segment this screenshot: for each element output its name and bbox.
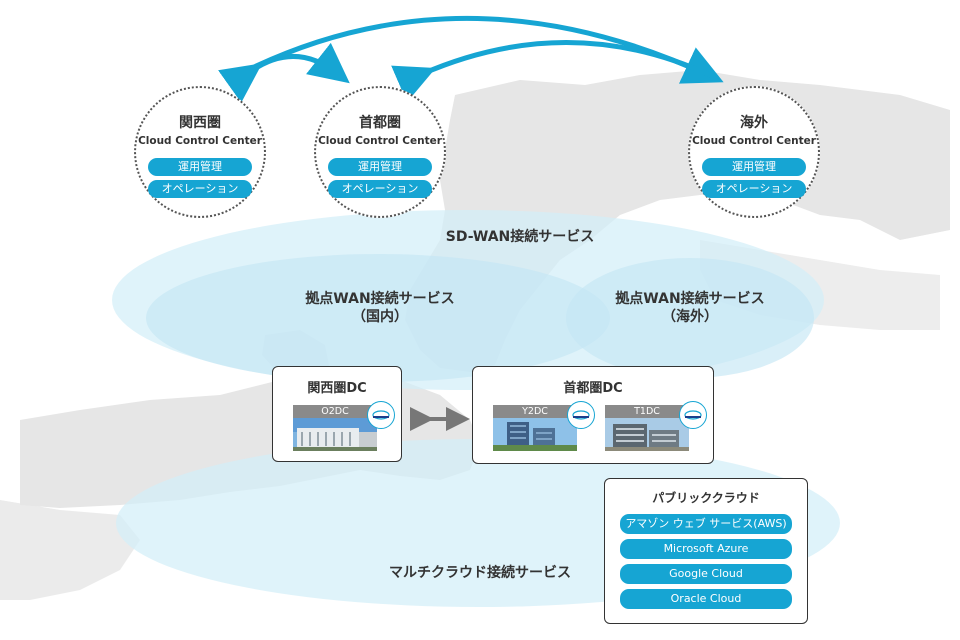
overseas-wan-zone	[566, 258, 814, 378]
center-region: 関西圏	[179, 115, 221, 131]
overseas-wan-title: 拠点WAN接続サービス	[615, 291, 765, 307]
dc-logo-icon	[367, 401, 395, 429]
center-name: Cloud Control Center	[692, 135, 816, 147]
center-region: 首都圏	[359, 115, 401, 131]
domestic-wan-zone	[146, 254, 610, 382]
service-pill: 運用管理	[328, 158, 432, 176]
dc-site-label: Y2DC	[493, 405, 577, 418]
cloud-provider-pill: アマゾン ウェブ サービス(AWS)	[620, 514, 792, 534]
dc-building-photo	[493, 418, 577, 451]
service-pill: オペレーション	[702, 180, 806, 198]
overseas-wan-label: 拠点WAN接続サービス （海外）	[590, 290, 790, 326]
domestic-wan-sub: （国内）	[352, 309, 408, 325]
domestic-wan-title: 拠点WAN接続サービス	[305, 291, 455, 307]
overseas-wan-sub: （海外）	[662, 309, 718, 325]
link-arrow-kansai-overseas	[250, 15, 724, 84]
sdwan-label: SD-WAN接続サービス	[445, 229, 595, 245]
service-pill: オペレーション	[328, 180, 432, 198]
public-cloud-title: パブリッククラウド	[652, 491, 760, 505]
dc-site-label: T1DC	[605, 405, 689, 418]
dc-site-card: Y2DC	[493, 401, 595, 451]
dc-site-card: T1DC	[605, 401, 707, 451]
domestic-wan-label: 拠点WAN接続サービス （国内）	[270, 290, 490, 326]
dc-logo-icon	[567, 401, 595, 429]
dc-logo-icon	[679, 401, 707, 429]
service-pill: 運用管理	[148, 158, 252, 176]
dc-site-card: O2DC	[293, 401, 395, 451]
service-pill: オペレーション	[148, 180, 252, 198]
dc-building-photo	[293, 418, 377, 451]
dc-box-shutoken: 首都圏DC Y2DC T1DC	[472, 366, 714, 464]
dc-site-label: O2DC	[293, 405, 377, 418]
center-region: 海外	[740, 115, 768, 131]
center-shutoken: 首都圏 Cloud Control Center 運用管理 オペレーション	[314, 86, 446, 218]
service-pill: 運用管理	[702, 158, 806, 176]
center-kansai: 関西圏 Cloud Control Center 運用管理 オペレーション	[134, 86, 266, 218]
cloud-provider-pill: Oracle Cloud	[620, 589, 792, 609]
public-cloud-box: パブリッククラウド アマゾン ウェブ サービス(AWS) Microsoft A…	[604, 478, 808, 624]
center-overseas: 海外 Cloud Control Center 運用管理 オペレーション	[688, 86, 820, 218]
center-name: Cloud Control Center	[318, 135, 442, 147]
dc-box-kansai: 関西圏DC O2DC	[272, 366, 402, 462]
link-arrow-shutoken-overseas	[391, 40, 714, 103]
dc-title: 関西圏DC	[307, 381, 367, 396]
dc-title: 首都圏DC	[563, 381, 623, 396]
cloud-provider-pill: Google Cloud	[620, 564, 792, 584]
multicloud-label: マルチクラウド接続サービス	[389, 565, 571, 581]
center-name: Cloud Control Center	[138, 135, 262, 147]
cloud-provider-pill: Microsoft Azure	[620, 539, 792, 559]
dc-building-photo	[605, 418, 689, 451]
